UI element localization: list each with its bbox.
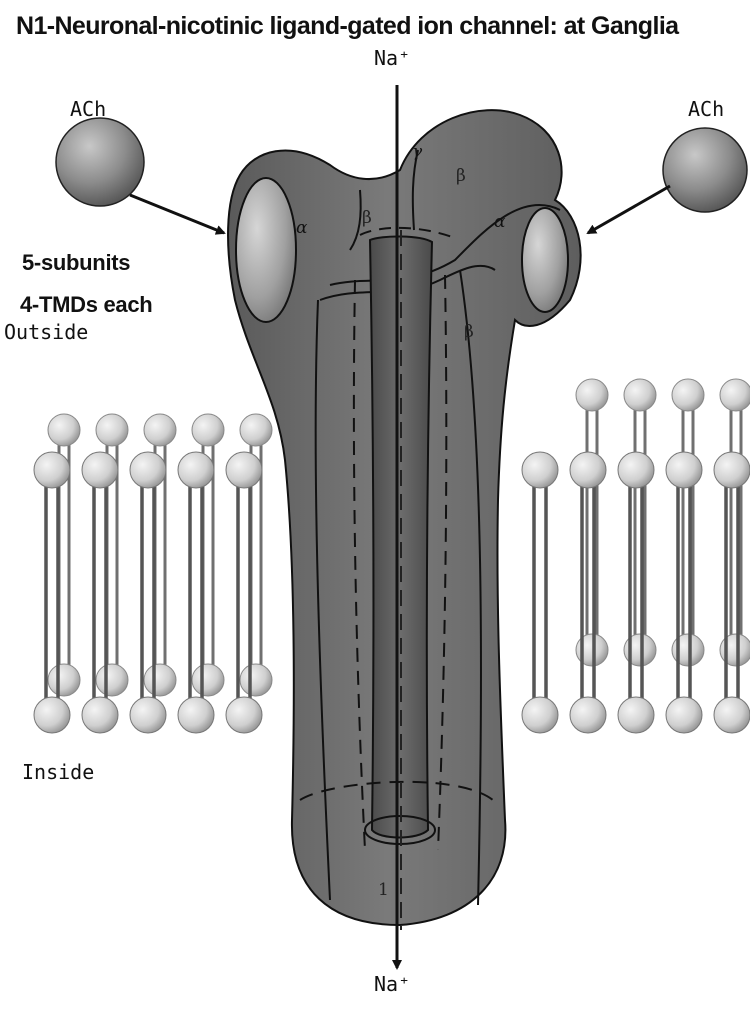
lipid-head	[576, 379, 608, 411]
lipid-head	[672, 379, 704, 411]
lipid-head	[34, 697, 70, 733]
binding-site-right	[522, 208, 568, 312]
subunit-beta-left: β	[362, 208, 372, 228]
lipid-head	[714, 452, 750, 488]
subunit-alpha-right: α	[494, 212, 505, 232]
lipid-head	[96, 664, 128, 696]
subunit-count-note: 5-subunits	[22, 250, 130, 276]
lipid-head	[48, 414, 80, 446]
lipid-head	[226, 452, 262, 488]
lipid-head	[618, 452, 654, 488]
lipid-head	[522, 452, 558, 488]
lipid-head	[192, 414, 224, 446]
subunit-beta-back: β	[456, 166, 466, 186]
binding-site-left	[236, 178, 296, 322]
ion-channel	[228, 110, 581, 925]
lipid-head	[570, 697, 606, 733]
lipid-head	[624, 379, 656, 411]
ion-label-bottom: Na⁺	[374, 972, 410, 996]
lipid-head	[178, 452, 214, 488]
lipid-head	[96, 414, 128, 446]
ach-binding-arrow-right	[588, 186, 670, 233]
lipid-head	[130, 452, 166, 488]
lipid-head	[618, 697, 654, 733]
lipid-head	[144, 414, 176, 446]
lipid-head	[522, 697, 558, 733]
lipid-head	[192, 664, 224, 696]
inside-label: Inside	[22, 760, 94, 784]
subunit-gamma: γ	[412, 142, 422, 162]
subunit-beta-right: β	[464, 322, 474, 342]
lipid-head	[34, 452, 70, 488]
lipid-head	[130, 697, 166, 733]
lipid-head	[240, 414, 272, 446]
tmd-count-note: 4-TMDs each	[20, 292, 152, 318]
lipid-head	[226, 697, 262, 733]
ligand-label-left: ACh	[70, 97, 106, 121]
diagram-title: N1-Neuronal-nicotinic ligand-gated ion c…	[16, 12, 678, 41]
lipid-head	[82, 452, 118, 488]
ach-molecule-right	[663, 128, 747, 212]
ach-molecule-left	[56, 118, 144, 206]
lipid-head	[178, 697, 214, 733]
ligand-label-right: ACh	[688, 97, 724, 121]
subunit-alpha-left: α	[296, 218, 307, 238]
lipid-head	[240, 664, 272, 696]
outside-label: Outside	[4, 320, 88, 344]
lipid-head	[666, 697, 702, 733]
lipid-head	[144, 664, 176, 696]
lipid-head	[82, 697, 118, 733]
inner-subunit-mark: 1	[378, 880, 389, 900]
lipid-head	[48, 664, 80, 696]
lipid-head	[666, 452, 702, 488]
lipid-head	[570, 452, 606, 488]
ion-label-top: Na⁺	[374, 46, 410, 70]
lipid-head	[720, 379, 750, 411]
lipid-head	[714, 697, 750, 733]
ach-binding-arrow-left	[130, 195, 224, 233]
